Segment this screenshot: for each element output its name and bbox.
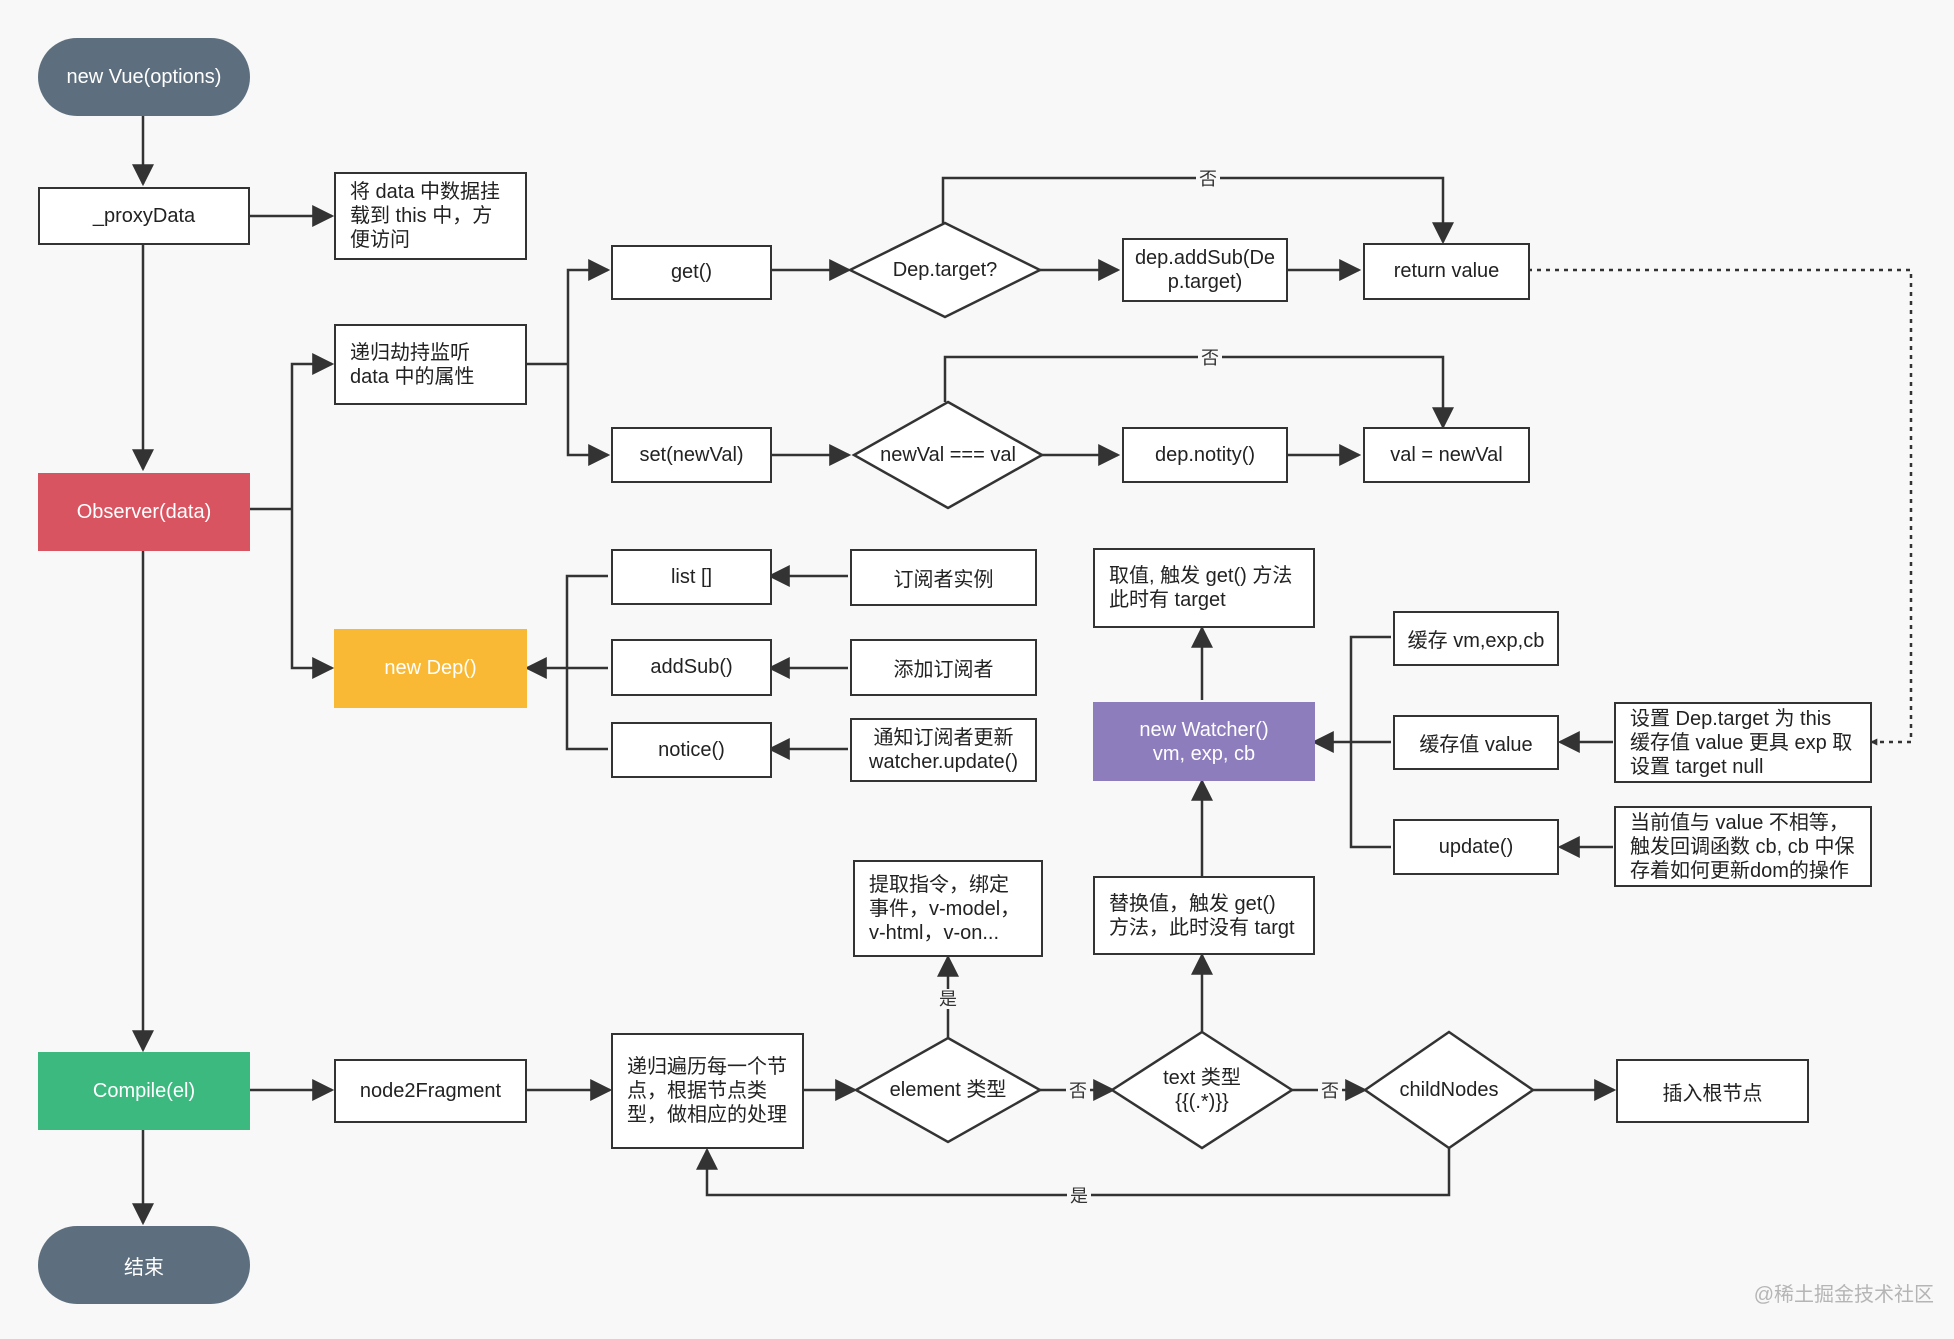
extract-note-node: 提取指令，绑定事件，v-model，v-html，v-on... xyxy=(853,860,1043,957)
recursive-hijack-label: 递归劫持监听 data 中的属性 xyxy=(350,341,475,388)
addsub-method-label: addSub() xyxy=(650,656,733,678)
return-value-label: return value xyxy=(1393,260,1500,282)
traverse-note-label: 递归遍历每一个节点，根据节点类型，做相应的处理 xyxy=(627,1056,787,1126)
notice-label: notice() xyxy=(658,738,725,761)
add-subscriber-node: 添加订阅者 xyxy=(850,639,1037,696)
edge-label-childnodes-yes: 是 xyxy=(1067,1186,1091,1206)
edge-observer-to-hijack xyxy=(290,353,335,509)
proxy-note-node: 将 data 中数据挂载到 this 中，方便访问 xyxy=(334,172,527,260)
get-value-note-label: 取值, 触发 get() 方法此时有 target xyxy=(1109,565,1293,611)
edge-hijack-to-get xyxy=(566,259,611,364)
edge-label-element-no: 否 xyxy=(1066,1081,1090,1101)
new-dep-label: new Dep() xyxy=(384,657,477,679)
edge-dep-methods-bracket xyxy=(565,574,608,751)
set-target-note-node: 设置 Dep.target 为 this 缓存值 value 更具 exp 取设… xyxy=(1614,702,1872,783)
decision-text-type xyxy=(1109,1030,1295,1150)
compare-note-node: 当前值与 value 不相等，触发回调函数 cb, cb 中保存着如何更新dom… xyxy=(1614,806,1872,887)
watcher-line-1: new Watcher() xyxy=(1139,718,1269,741)
new-dep-node: new Dep() xyxy=(334,629,527,708)
dep-addsub-node: dep.addSub(Dep.target) xyxy=(1122,238,1288,302)
dep-addsub-label: dep.addSub(Dep.target) xyxy=(1134,247,1276,293)
proxy-data-label: _proxyData xyxy=(92,204,196,227)
new-vue-label: new Vue(options) xyxy=(66,65,222,88)
cache-value-node: 缓存值 value xyxy=(1393,715,1559,770)
addsub-method-node: addSub() xyxy=(611,639,772,696)
val-assign-label: val = newVal xyxy=(1390,443,1503,466)
notify-update-line-2: watcher.update() xyxy=(869,751,1018,773)
val-assign-node: val = newVal xyxy=(1363,427,1530,483)
compare-note-label: 当前值与 value 不相等，触发回调函数 cb, cb 中保存着如何更新dom… xyxy=(1630,811,1855,882)
observer-label: Observer(data) xyxy=(76,500,212,523)
compile-node: Compile(el) xyxy=(38,1052,250,1130)
replace-note-label: 替换值，触发 get() 方法，此时没有 targt xyxy=(1109,892,1295,939)
dep-notify-node: dep.notity() xyxy=(1122,427,1288,483)
get-value-note-node: 取值, 触发 get() 方法此时有 target xyxy=(1093,548,1315,628)
new-vue-node: new Vue(options) xyxy=(38,38,250,116)
edge-compare-no xyxy=(943,355,1454,430)
decision-dep-target xyxy=(847,221,1043,319)
edge-hijack-to-set xyxy=(566,364,611,466)
insert-root-node: 插入根节点 xyxy=(1616,1059,1809,1123)
edge-label-compare-no: 否 xyxy=(1198,348,1222,368)
notify-update-line-1: 通知订阅者更新 xyxy=(873,727,1014,749)
recursive-hijack-node: 递归劫持监听 data 中的属性 xyxy=(334,324,527,405)
insert-root-label: 插入根节点 xyxy=(1662,1082,1763,1105)
cache-vm-node: 缓存 vm,exp,cb xyxy=(1393,611,1559,666)
edge-label-text-no: 否 xyxy=(1318,1081,1342,1101)
edge-label-element-yes: 是 xyxy=(936,989,960,1009)
list-node: list [] xyxy=(611,549,772,605)
cache-value-label: 缓存值 value xyxy=(1419,734,1533,756)
extract-note-label: 提取指令，绑定事件，v-model，v-html，v-on... xyxy=(869,873,1021,944)
subscriber-instance-label: 订阅者实例 xyxy=(893,569,994,591)
proxy-data-node: _proxyData xyxy=(38,187,250,245)
observer-node: Observer(data) xyxy=(38,473,250,551)
node2fragment-label: node2Fragment xyxy=(359,1079,502,1102)
set-label: set(newVal) xyxy=(639,443,744,466)
add-subscriber-label: 添加订阅者 xyxy=(893,659,994,681)
notice-node: notice() xyxy=(611,722,772,778)
update-node: update() xyxy=(1393,819,1559,875)
list-label: list [] xyxy=(670,565,713,588)
cache-vm-label: 缓存 vm,exp,cb xyxy=(1407,630,1545,652)
replace-note-node: 替换值，触发 get() 方法，此时没有 targt xyxy=(1093,876,1315,955)
compile-label: Compile(el) xyxy=(92,1079,196,1102)
set-node: set(newVal) xyxy=(611,427,772,483)
edge-observer-to-dep xyxy=(290,509,335,679)
dep-notify-label: dep.notity() xyxy=(1154,443,1256,466)
edge-label-target-no: 否 xyxy=(1196,169,1220,189)
watcher-line-2: vm, exp, cb xyxy=(1152,742,1256,765)
subscriber-instance-node: 订阅者实例 xyxy=(850,549,1037,606)
edge-target-no xyxy=(941,176,1454,245)
get-node: get() xyxy=(611,245,772,300)
return-value-node: return value xyxy=(1363,243,1530,300)
end-label: 结束 xyxy=(124,1256,164,1279)
decision-newval-equal xyxy=(851,400,1045,510)
watcher-node: new Watcher()vm, exp, cb xyxy=(1093,702,1315,781)
update-label: update() xyxy=(1438,835,1514,858)
decision-child-nodes xyxy=(1362,1030,1536,1150)
decision-element-type xyxy=(853,1036,1043,1144)
traverse-note-node: 递归遍历每一个节点，根据节点类型，做相应的处理 xyxy=(611,1033,804,1149)
get-label: get() xyxy=(670,261,713,283)
set-target-note-label: 设置 Dep.target 为 this 缓存值 value 更具 exp 取设… xyxy=(1630,707,1853,778)
edge-return-to-watcher xyxy=(1528,268,1913,746)
end-node: 结束 xyxy=(38,1226,250,1304)
node2fragment-node: node2Fragment xyxy=(334,1059,527,1123)
proxy-note-label: 将 data 中数据挂载到 this 中，方便访问 xyxy=(350,181,501,251)
watermark: @稀土掘金技术社区 xyxy=(1753,1284,1934,1306)
